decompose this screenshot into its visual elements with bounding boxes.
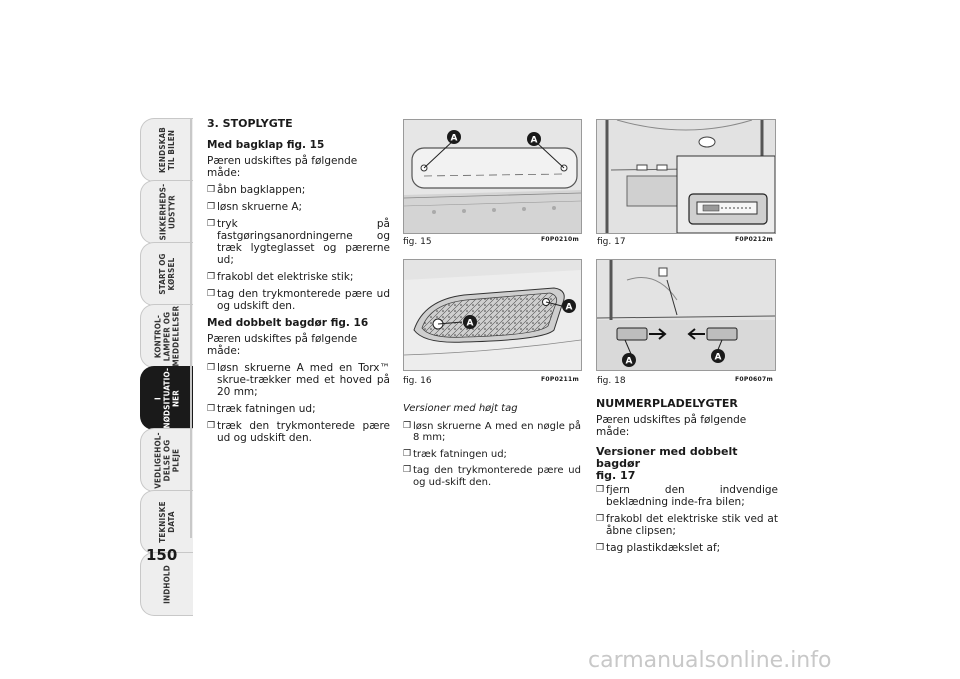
- column-nummerpladelygter: NUMMERPLADELYGTER Pæren udskiftes på føl…: [596, 398, 778, 559]
- callout-a-label: A: [531, 136, 538, 146]
- callout-a-label: A: [715, 353, 722, 363]
- tab-kendskab[interactable]: KENDSKAB TIL BILEN: [140, 118, 193, 182]
- bullet-icon: ❒: [207, 404, 216, 414]
- bullet-icon: ❒: [403, 420, 412, 431]
- italic-subheading: Versioner med højt tag: [403, 403, 518, 414]
- figure-code: F0P0212m: [735, 236, 774, 243]
- figure-18-image: A A: [596, 259, 776, 371]
- figure-17-image: [596, 119, 776, 234]
- bullet-icon: ❒: [207, 289, 216, 299]
- list-item: ❒træk fatningen ud;: [207, 403, 316, 415]
- list-item: ❒træk fatningen ud;: [403, 448, 507, 460]
- brake-light-illustration: A A: [404, 120, 581, 233]
- list-item: ❒tag den trykmonterede pære ud og ud-ski…: [403, 465, 581, 488]
- tab-vedligeholdelse[interactable]: VEDLIGEHOL- DELSE OG PLEJE: [140, 428, 193, 492]
- tab-label: SIKKERHEDS- UDSTYR: [158, 183, 176, 241]
- list-item: ❒træk den trykmonterede pære ud og udski…: [207, 420, 390, 444]
- intro-text: Pæren udskiftes på følgende måde:: [207, 333, 358, 357]
- figure-caption: fig. 18: [597, 376, 626, 386]
- bullet-icon: ❒: [207, 185, 216, 195]
- bullet-icon: ❒: [207, 421, 216, 431]
- list-item: ❒tag den trykmonterede pære ud og udskif…: [207, 288, 390, 312]
- column-stoplygte: 3. STOPLYGTE Med bagklap fig. 15 Pæren u…: [207, 118, 390, 449]
- subheading-dobbelt-bagdor: Versioner med dobbelt bagdør fig. 17: [596, 445, 738, 482]
- figure-caption: fig. 15: [403, 237, 432, 247]
- callout-a-label: A: [467, 319, 474, 329]
- tab-indhold[interactable]: INDHOLD: [140, 552, 193, 616]
- subheading-bagklap: Med bagklap fig. 15: [207, 139, 325, 151]
- tab-label: KONTROL- LAMPER OG MEDDELELSER: [153, 305, 181, 366]
- tab-label: VEDLIGEHOL- DELSE OG PLEJE: [153, 431, 181, 489]
- bullet-icon: ❒: [207, 219, 216, 229]
- bullet-icon: ❒: [596, 485, 605, 495]
- list-item: ❒frakobl det elektriske stik ved at åbne…: [596, 513, 778, 537]
- figure-caption: fig. 16: [403, 376, 432, 386]
- tab-nodsituationer[interactable]: I NØDSITUATIO- NER: [140, 366, 193, 430]
- tab-kontrollamper[interactable]: KONTROL- LAMPER OG MEDDELELSER: [140, 304, 193, 368]
- bullet-icon: ❒: [403, 465, 412, 475]
- tab-label: KENDSKAB TIL BILEN: [158, 127, 176, 173]
- figure-16-image: A A: [403, 259, 582, 371]
- figure-15-image: A A: [403, 119, 582, 234]
- list-item: ❒frakobl det elektriske stik;: [207, 271, 354, 283]
- figure-code: F0P0211m: [541, 376, 580, 383]
- intro-text: Pæren udskiftes på følgende måde:: [596, 414, 747, 438]
- list-item: ❒tag plastikdækslet af;: [596, 542, 721, 554]
- subheading-dobbelt-bagdor: Med dobbelt bagdør fig. 16: [207, 317, 369, 329]
- tab-tekniske-data[interactable]: TEKNISKE DATA: [140, 490, 193, 554]
- high-roof-light-illustration: A A: [404, 260, 581, 370]
- number-plate-light-illustration: [597, 120, 775, 233]
- figure-caption: fig. 17: [597, 237, 626, 247]
- bullet-icon: ❒: [596, 514, 605, 524]
- tab-label: INDHOLD: [162, 564, 172, 604]
- callout-a-label: A: [566, 303, 573, 313]
- bullet-icon: ❒: [403, 448, 412, 459]
- section-heading: 3. STOPLYGTE: [207, 117, 293, 130]
- bullet-icon: ❒: [596, 543, 605, 553]
- list-item: ❒åbn bagklappen;: [207, 184, 306, 196]
- tab-label: START OG KØRSEL: [158, 253, 176, 295]
- callout-a-label: A: [451, 134, 458, 144]
- watermark: carmanualsonline.info: [588, 648, 832, 673]
- tab-label: TEKNISKE DATA: [158, 501, 176, 543]
- intro-text: Pæren udskiftes på følgende måde:: [207, 155, 358, 179]
- tab-sikkerhedsudstyr[interactable]: SIKKERHEDS- UDSTYR: [140, 180, 193, 244]
- tab-rail: [190, 118, 192, 538]
- figure-code: F0P0210m: [541, 236, 580, 243]
- page-number: 150: [146, 546, 178, 564]
- figure-code: F0P0607m: [735, 376, 774, 383]
- bullet-icon: ❒: [207, 272, 216, 282]
- list-item: ❒løsn skruerne A med en nøgle på 8 mm;: [403, 420, 581, 444]
- bullet-icon: ❒: [207, 363, 216, 373]
- list-item: ❒fjern den indvendige beklædning inde-fr…: [596, 484, 778, 508]
- column-hojt-tag: Versioner med højt tag ❒løsn skruerne A …: [403, 403, 581, 493]
- callout-a-label: A: [626, 357, 633, 367]
- section-heading: NUMMERPLADELYGTER: [596, 397, 738, 410]
- list-item: ❒løsn skruerne A med en Torx™ skrue-træk…: [207, 362, 390, 398]
- list-item: ❒tryk på fastgøringsanordningerne og træ…: [207, 218, 390, 266]
- tab-label: I NØDSITUATIO- NER: [153, 367, 181, 428]
- tab-start-og-korsel[interactable]: START OG KØRSEL: [140, 242, 193, 306]
- bullet-icon: ❒: [207, 202, 216, 212]
- number-plate-light-removal-illustration: A A: [597, 260, 775, 370]
- list-item: ❒løsn skruerne A;: [207, 201, 303, 213]
